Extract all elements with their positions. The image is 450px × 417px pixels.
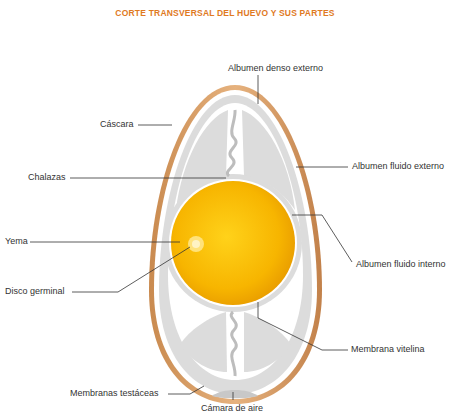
inner-fluid-albumen <box>164 174 302 312</box>
outer-fluid-albumen <box>159 95 312 394</box>
part-label: Yema <box>5 236 28 247</box>
air-chamber <box>212 390 258 398</box>
inner-fluid-bottom-left <box>180 312 227 372</box>
leader-line <box>292 215 352 262</box>
leader-line <box>258 302 348 350</box>
leader-line <box>30 242 180 243</box>
shell <box>149 85 322 404</box>
yolk <box>171 181 295 305</box>
leader-lines <box>30 75 352 400</box>
leader-line <box>168 386 204 394</box>
part-label: Albumen denso externo <box>228 63 323 74</box>
part-label: Albumen fluido externo <box>352 161 444 172</box>
vitelline-membrane <box>169 179 297 307</box>
leader-line <box>72 247 190 292</box>
chalaza-bottom <box>231 312 236 376</box>
leader-line <box>233 392 234 400</box>
title: CORTE TRANSVERSAL DEL HUEVO Y SUS PARTES <box>0 8 450 18</box>
germinal-disc <box>188 236 204 252</box>
part-label: Albumen fluido interno <box>356 259 446 270</box>
shell-membranes <box>154 90 317 399</box>
part-label: Cámara de aire <box>201 403 263 414</box>
part-label: Disco germinal <box>5 286 65 297</box>
part-label: Cáscara <box>100 119 134 130</box>
dense-albumen <box>168 103 303 380</box>
leader-line <box>138 125 172 126</box>
leader-line <box>296 167 348 168</box>
part-label: Chalazas <box>28 172 66 183</box>
inner-fluid-bottom-right <box>244 312 291 372</box>
germinal-disc-core <box>192 240 200 248</box>
chalaza-top <box>227 110 236 176</box>
leader-line <box>70 178 226 179</box>
leader-line <box>258 75 259 104</box>
part-label: Membranas testáceas <box>70 388 159 399</box>
part-label: Membrana vitelina <box>351 344 425 355</box>
